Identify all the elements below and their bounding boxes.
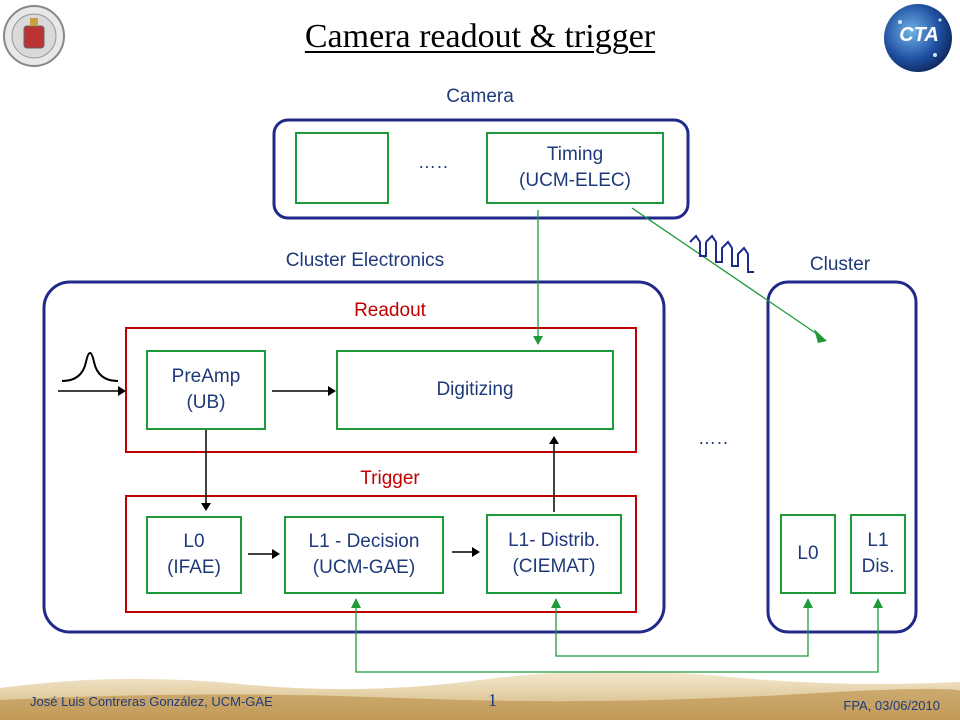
footer-date: FPA, 03/06/2010 <box>843 698 940 713</box>
cluster-l0-title: L0 <box>797 543 819 565</box>
trigger-label: Trigger <box>360 468 420 489</box>
l0-box: L0 (IFAE) <box>146 516 242 594</box>
l1-distrib-title: L1- Distrib. <box>508 530 600 552</box>
l1-decision-title: L1 - Decision <box>308 531 420 553</box>
l1-distrib-box: L1- Distrib. (CIEMAT) <box>486 514 622 594</box>
digitizing-box: Digitizing <box>336 350 614 430</box>
cluster-l1-title: L1 <box>867 530 889 552</box>
camera-label: Camera <box>446 86 514 107</box>
page-title: Camera readout & trigger <box>304 18 656 55</box>
digitizing-title: Digitizing <box>436 379 514 401</box>
timing-box: Timing (UCM-ELEC) <box>486 132 664 204</box>
preamp-owner: (UB) <box>186 392 226 413</box>
footer-author: José Luis Contreras González, UCM-GAE <box>30 694 273 709</box>
timing-title: Timing <box>546 144 604 166</box>
cluster-l0-box: L0 <box>780 514 836 594</box>
timing-owner: (UCM-ELEC) <box>519 170 631 191</box>
cluster-l1-sub: Dis. <box>861 556 895 577</box>
camera-ellipsis: ….. <box>418 152 450 172</box>
preamp-box: PreAmp (UB) <box>146 350 266 430</box>
cluster-electronics-label: Cluster Electronics <box>285 250 445 271</box>
l0-owner: (IFAE) <box>167 557 221 578</box>
readout-label: Readout <box>354 300 426 321</box>
cta-logo-icon <box>884 4 952 72</box>
l1-decision-box: L1 - Decision (UCM-GAE) <box>284 516 444 594</box>
l1-distrib-owner: (CIEMAT) <box>512 556 596 577</box>
university-seal-icon <box>3 5 65 67</box>
l0-title: L0 <box>183 531 205 553</box>
l1-decision-owner: (UCM-GAE) <box>312 557 416 578</box>
cluster-label: Cluster <box>809 254 871 275</box>
preamp-title: PreAmp <box>171 366 241 388</box>
cluster-ellipsis: ….. <box>698 428 730 448</box>
cta-logo-text: CTA <box>899 24 939 46</box>
footer-page-number: 1 <box>488 690 497 710</box>
